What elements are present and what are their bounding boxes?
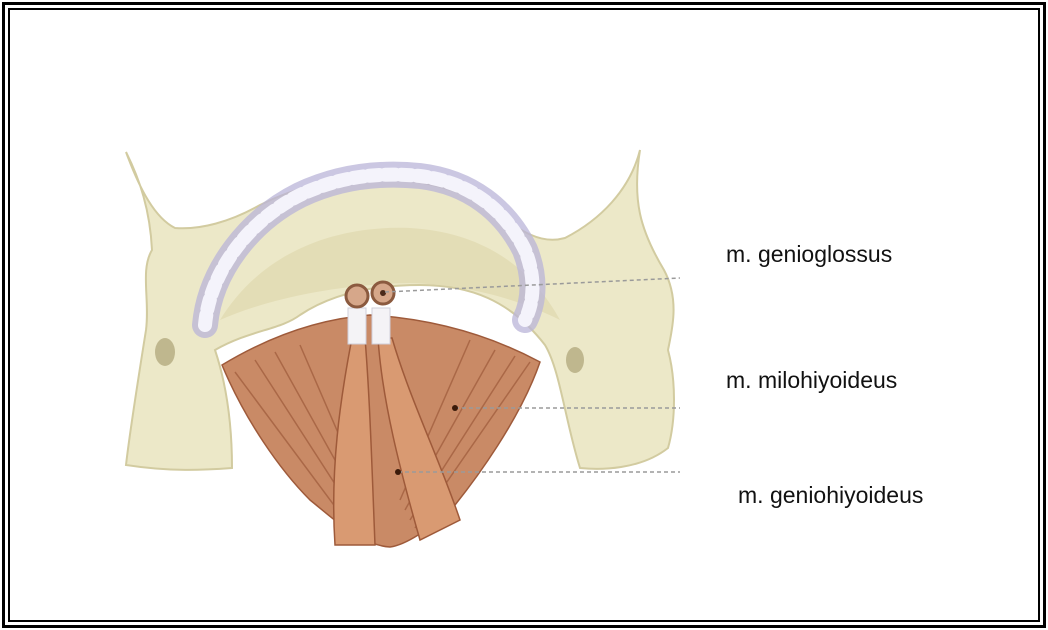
genial-tubercle-left [346,285,368,307]
genioglossus-tendon-right [372,308,390,344]
label-genioglossus: m. genioglossus [726,241,892,268]
pointer-dot-milohyoideus [452,405,458,411]
mental-foramen-right [566,347,584,373]
genioglossus-tendon-left [348,308,366,344]
genial-tubercle-dot [380,290,386,296]
mental-foramen-left [155,338,175,366]
label-milohyoideus: m. milohiyoideus [726,367,897,394]
label-geniohyoideus: m. geniohiyoideus [738,482,923,509]
pointer-dot-geniohyoideus [395,469,401,475]
